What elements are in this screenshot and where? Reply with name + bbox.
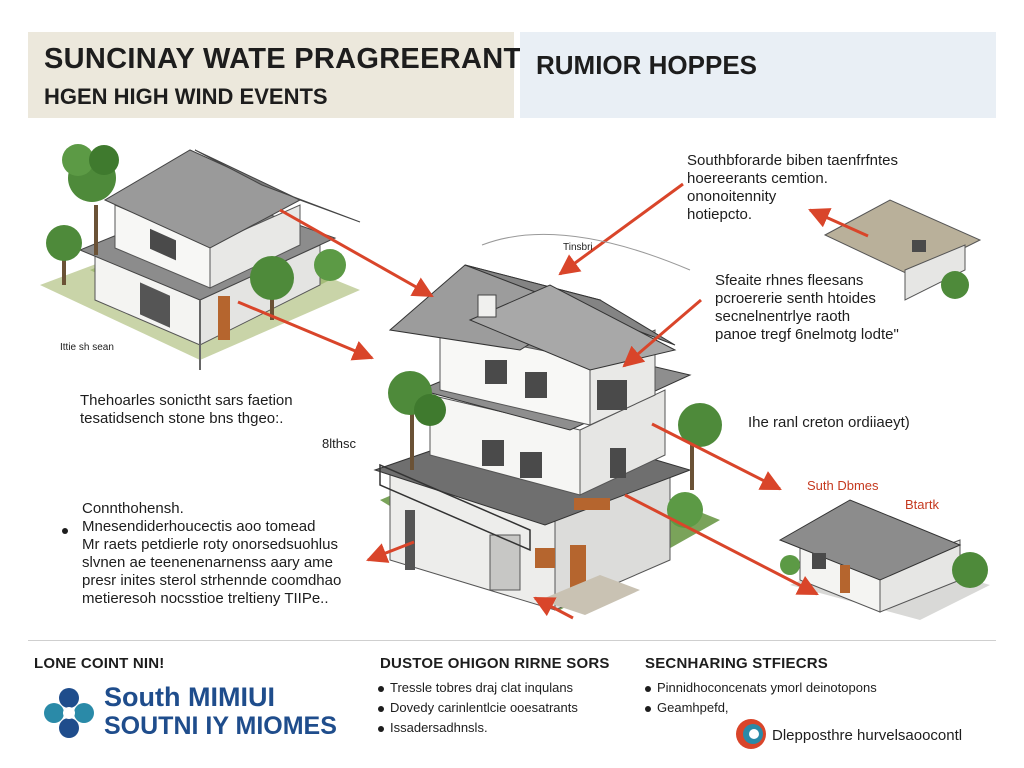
small-house-tag: Btartk [905,497,939,512]
small-house-label: Suth Dbmes [807,478,879,493]
callout-line: Thehoarles sonictht sars faetion [80,392,293,409]
list-item-text: Geamhpefd, [657,700,729,715]
list-item: Pinnidhoconcenats ymorl deinotopons [645,678,877,698]
page-title: SUNCINAY WATE PRAGREERANTS [44,43,542,75]
right-panel-title: RUMIOR HOPPES [536,50,758,80]
footer-col2-list: Tresslе tobres draj clat inqulans Dovedy… [378,678,578,738]
callout-line: panoe tregf 6nelmotg lodte" [715,326,899,343]
wind-label: Tinsbri [563,242,593,253]
bullet-icon [62,527,68,534]
callout-left-sub: 8lthsc [322,436,356,451]
title-panel [28,32,514,118]
list-item: Issadersadhnsls. [378,718,578,738]
list-item: Geamhpefd, [645,698,877,718]
footer-col2-heading: DUSTOE OHIGON RIRNE SORS [380,655,610,672]
shed-house [823,199,982,301]
list-item: Tresslе tobres draj clat inqulans [378,678,578,698]
bullet-icon [645,685,651,692]
callout-line: Southbforarde biben taenfrfntes [687,152,898,169]
list-item-text: Tresslе tobres draj clat inqulans [390,680,574,695]
callout-line: presr inites sterol strhennde coomdhao [82,572,342,589]
list-item: Dovedy carinlentlcie ooesatrants [378,698,578,718]
logo-line-2: SOUTNI IY MIOMES [104,712,337,740]
callout-top-right: Southbforarde biben taenfrfntes hoereera… [687,152,898,224]
footer-col3-list: Pinnidhoconcenats ymorl deinotopons Geam… [645,678,877,718]
left-house-label: Ittie sh sean [60,342,114,353]
callout-line: secnelnentrlye raoth [715,308,851,325]
tree-icon [46,144,346,320]
callout-line: hoereerants cemtion. [687,170,828,187]
callout-line: Mnesendiderhoucectis aoo tomead [82,518,316,535]
callout-line: Sfeaite rhnes fleesans [715,272,864,289]
callout-right-label: Ihe ranl creton ordiiaeyt) [748,414,910,431]
center-house [373,264,720,615]
list-item-text: Pinnidhoconcenats ymorl deinotopons [657,680,877,695]
house-illustration [40,144,990,620]
bullet-icon [378,725,384,732]
footer-col3-heading: SECNHARING STFIECRS [645,655,828,672]
wind-path [481,233,691,271]
footer-divider [28,640,996,641]
bullet-icon [378,685,384,692]
callout-line: metieresoh nocsstioe treltieny TIIPe.. [82,590,329,607]
callout-left-low-head: Connthohensh. [82,500,184,517]
tree-icon [388,371,722,528]
right-title-panel [520,32,996,118]
callout-line: hotiepcto. [687,206,753,223]
callout-bullet [62,522,74,540]
callout-left-mid: Thehoarles sonictht sars faetion tesatid… [80,392,293,428]
list-item-text: Issadersadhnsls. [390,720,488,735]
page-subtitle: HGEN HIGH WIND EVENTS [44,84,328,109]
logo-line-1: South MIMIUI [104,682,275,712]
callout-line: Mr raets petdierle roty onorsedsuohlus [82,536,338,553]
callout-line: pcroererie senth htoides [715,290,876,307]
brand-url: Dlepposthre hurvelsaoocontl [772,727,963,744]
callout-line: ononoitennity [687,188,777,205]
bullet-icon [645,705,651,712]
brand-mark-icon [736,719,766,749]
list-item-text: Dovedy carinlentlcie ooesatrants [390,700,578,715]
footer-col1-heading: LONE COINT NIN! [34,655,165,672]
callout-right-mid: Sfeaite rhnes fleesans pcroererie senth … [715,272,899,344]
callout-line: slvnen ae teenenenarnenss aary ame [82,554,334,571]
left-house [40,149,361,370]
callout-left-low: Mnesendiderhoucectis aoo tomead Mr raets… [82,518,341,608]
flower-logo-icon [44,688,94,738]
small-house [778,499,990,620]
bullet-icon [378,705,384,712]
wind-arrows [237,182,869,620]
callout-line: tesatidsench stone bns thgeo:. [80,410,284,427]
